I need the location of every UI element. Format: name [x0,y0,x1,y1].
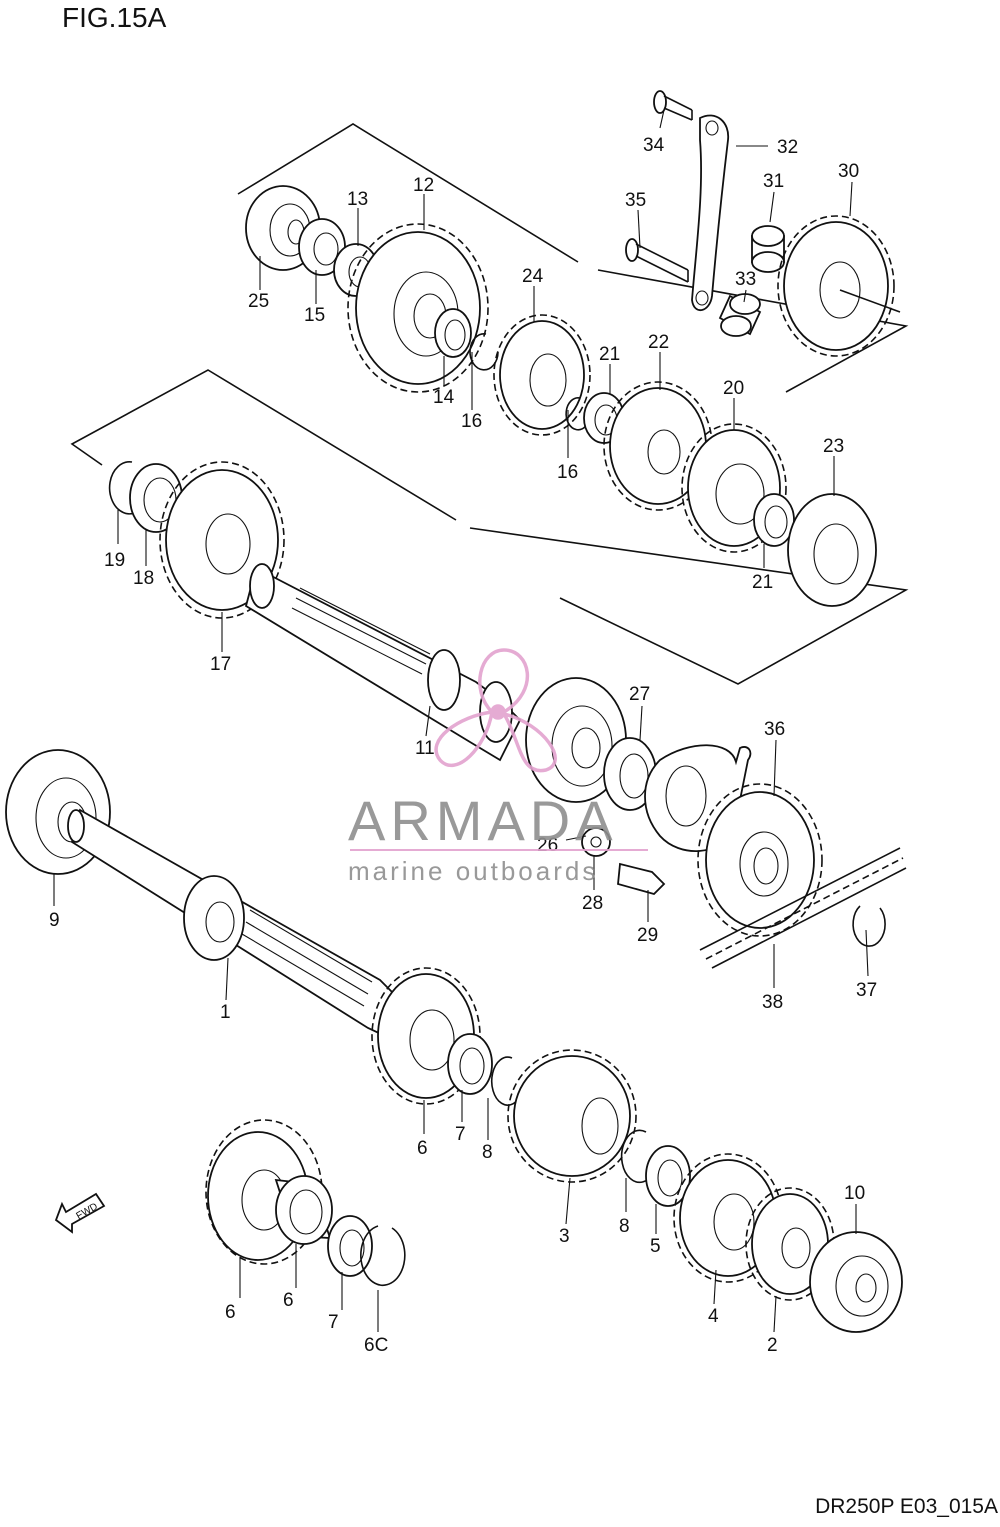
collar-31-drawing [751,225,785,273]
countershaft-11-drawing [244,563,522,762]
watermark-tagline: marine outboards [348,856,598,886]
label-8a[interactable]: 8 [482,1142,493,1163]
gear-30-drawing [777,215,901,357]
label-35[interactable]: 35 [625,190,646,211]
label-9[interactable]: 9 [49,910,60,931]
label-1[interactable]: 1 [220,1002,231,1023]
label-30[interactable]: 30 [838,161,859,182]
figure-title: FIG.15A [62,2,167,33]
label-16a[interactable]: 16 [461,411,482,432]
bearing-10-drawing [809,1231,903,1333]
label-21a[interactable]: 21 [599,344,620,365]
label-6b[interactable]: 6 [283,1290,294,1311]
label-23[interactable]: 23 [823,436,844,457]
label-6a[interactable]: 6 [225,1302,236,1323]
label-19[interactable]: 19 [104,550,125,571]
circlip-37-drawing [852,905,886,947]
label-6c[interactable]: 6C [364,1335,388,1356]
mainshaft-1-drawing [67,808,412,1044]
label-32[interactable]: 32 [777,137,798,158]
label-2[interactable]: 2 [767,1335,778,1356]
washer-7-drawing [447,1033,493,1095]
label-13[interactable]: 13 [347,189,368,210]
chain-38-drawing [699,847,907,969]
gear-3-drawing [507,1049,637,1183]
callout-labels: 34 32 31 30 35 33 13 12 25 15 14 16 24 2… [49,135,877,1356]
label-17[interactable]: 17 [210,654,231,675]
label-7a[interactable]: 7 [328,1312,339,1333]
spacer-33-drawing [718,293,762,337]
label-37[interactable]: 37 [856,980,877,1001]
label-12[interactable]: 12 [413,175,434,196]
gear-23-drawing [787,493,877,607]
armada-watermark: ARMADA marine outboards [348,648,648,886]
label-18[interactable]: 18 [133,568,154,589]
gear-17-drawing [159,461,285,619]
label-10[interactable]: 10 [844,1183,865,1204]
middle-group-outline [70,369,909,685]
propeller-logo-icon [434,648,557,773]
label-11[interactable]: 11 [415,738,435,759]
washer-14-drawing [434,308,472,358]
washer-7a-drawing [327,1215,373,1277]
label-38[interactable]: 38 [762,992,783,1013]
seal-27-drawing [603,737,657,811]
label-27[interactable]: 27 [629,684,650,705]
label-24[interactable]: 24 [522,266,544,287]
leader-lines [53,109,869,1333]
circlip-16a-drawing [469,333,499,371]
label-7[interactable]: 7 [455,1124,466,1145]
gear-24-drawing [493,314,591,436]
label-34[interactable]: 34 [643,135,665,156]
label-15[interactable]: 15 [304,305,325,326]
label-22[interactable]: 22 [648,332,669,353]
label-33[interactable]: 33 [735,269,756,290]
label-21b[interactable]: 21 [752,572,773,593]
label-25[interactable]: 25 [248,291,269,312]
label-16b[interactable]: 16 [557,462,578,483]
bolt-35-drawing [625,238,689,283]
washer-21b-drawing [753,493,795,547]
sprocket-36-drawing [697,783,823,937]
label-36[interactable]: 36 [764,719,785,740]
bushing-6b-drawing [274,1175,333,1245]
circlip-6c-drawing [360,1225,406,1287]
label-14[interactable]: 14 [433,387,455,408]
label-8b[interactable]: 8 [619,1216,630,1237]
bracket-32-drawing [691,114,729,311]
label-20[interactable]: 20 [723,378,744,399]
bolt-29-drawing [617,862,666,896]
label-6[interactable]: 6 [417,1138,428,1159]
label-31[interactable]: 31 [763,171,784,192]
label-28[interactable]: 28 [582,893,603,914]
label-29[interactable]: 29 [637,925,658,946]
circlip-8b-drawing [620,1129,655,1184]
label-5[interactable]: 5 [650,1236,661,1257]
label-3[interactable]: 3 [559,1226,570,1247]
bolt-34-drawing [653,90,693,121]
fwd-arrow: FWD [54,1192,106,1234]
watermark-brand: ARMADA [348,789,618,852]
drawing-code: DR250P E03_015A [815,1495,998,1518]
label-4[interactable]: 4 [708,1306,719,1327]
